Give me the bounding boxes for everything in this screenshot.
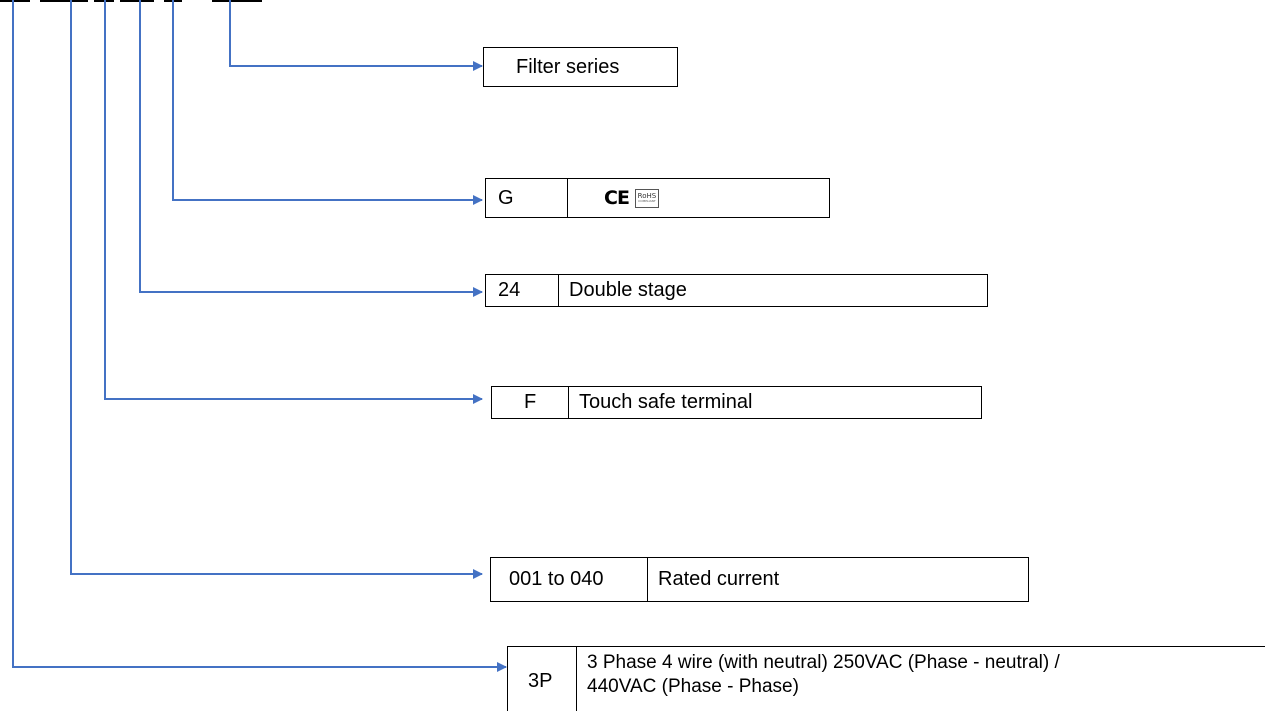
- box-phase: 3P 3 Phase 4 wire (with neutral) 250VAC …: [507, 646, 1265, 711]
- box-current: 001 to 040 Rated current: [490, 557, 1029, 602]
- rohs-compliant-icon: RoHS COMPLIANT: [634, 188, 659, 208]
- connector-current: [70, 0, 483, 579]
- approval-code: G: [486, 179, 568, 217]
- current-description: Rated current: [658, 568, 780, 590]
- connector-stage: [139, 0, 483, 297]
- phase-code: 3P: [508, 647, 577, 711]
- connector-terminal: [104, 0, 483, 404]
- connector-phase: [12, 0, 507, 672]
- approval-marks: CE RoHS COMPLIANT: [568, 179, 829, 217]
- phase-description: 3 Phase 4 wire (with neutral) 250VAC (Ph…: [577, 647, 1265, 711]
- terminal-code: F: [492, 387, 569, 418]
- phase-description-line-1: 3 Phase 4 wire (with neutral) 250VAC (Ph…: [587, 652, 1060, 673]
- stage-code: 24: [486, 275, 559, 306]
- box-approval: G CE RoHS COMPLIANT: [485, 178, 830, 218]
- series-description: Filter series: [516, 55, 620, 78]
- connector-approval: [172, 0, 483, 205]
- ce-mark-icon: CE: [604, 187, 630, 209]
- current-code: 001 to 040: [491, 558, 648, 601]
- stage-description: Double stage: [569, 279, 687, 301]
- box-terminal: F Touch safe terminal: [491, 386, 982, 419]
- box-stage: 24 Double stage: [485, 274, 988, 307]
- phase-description-line-2: 440VAC (Phase - Phase): [587, 676, 799, 697]
- terminal-description: Touch safe terminal: [579, 391, 753, 413]
- box-series: Filter series: [483, 47, 678, 87]
- connector-series: [229, 0, 483, 71]
